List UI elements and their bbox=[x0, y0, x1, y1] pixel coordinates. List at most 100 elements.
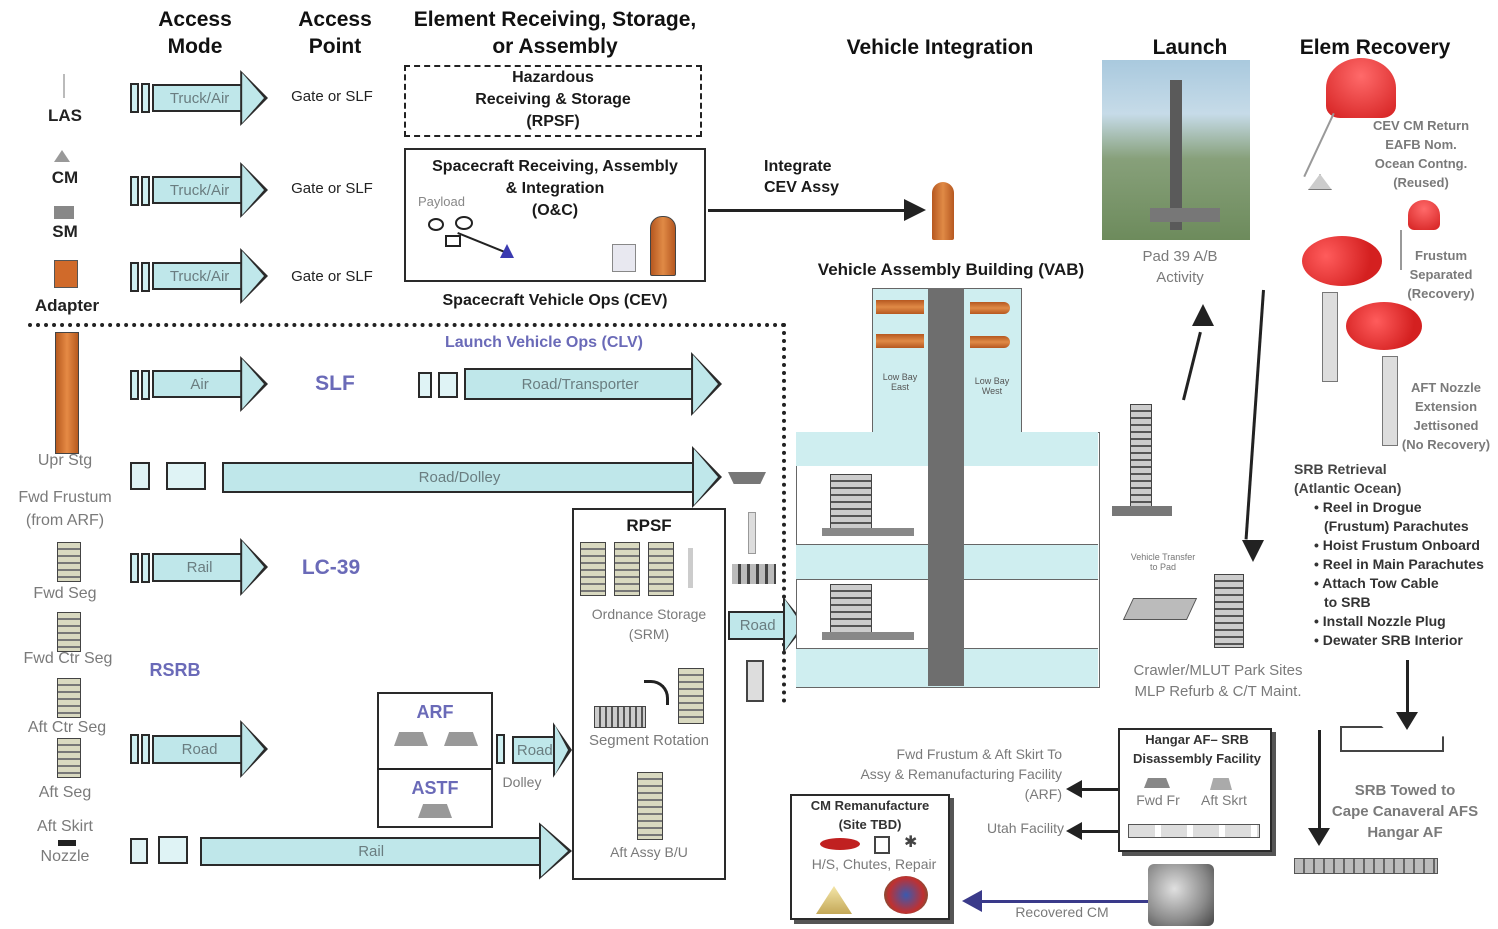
segment-horizontal-icon bbox=[594, 706, 646, 728]
arf-return-arrow-line bbox=[1080, 788, 1118, 791]
transport-box bbox=[418, 372, 432, 398]
truck-air-arrow-las: Truck/Air bbox=[152, 70, 268, 126]
cev-clv-separator bbox=[28, 323, 786, 327]
arf-label: ARF bbox=[416, 702, 454, 722]
srm-part-icon bbox=[688, 548, 693, 588]
recovered-cm-photo bbox=[1148, 864, 1214, 926]
return-arrow-head bbox=[1242, 540, 1264, 562]
srb-step: • Install Nozzle Plug bbox=[1314, 613, 1446, 629]
segment-part-icon bbox=[748, 512, 756, 554]
retrieval-arrow-line bbox=[1406, 660, 1409, 716]
recovery-ship-icon bbox=[1340, 726, 1444, 752]
transport-box bbox=[130, 462, 150, 490]
aft-skirt-icon bbox=[418, 804, 452, 818]
road-vab-arrow: Road bbox=[728, 596, 806, 654]
lc39-label: LC-39 bbox=[301, 556, 361, 579]
cargo-bars bbox=[496, 734, 507, 764]
mlut-icon bbox=[1214, 574, 1244, 648]
vehicle-on-mlp-icon bbox=[1130, 404, 1152, 510]
srb-step: • Reel in Main Parachutes bbox=[1314, 556, 1484, 572]
aft-assembly-icon bbox=[637, 772, 663, 840]
cev-stack-icon bbox=[650, 216, 676, 276]
srb-stack-icon bbox=[830, 584, 872, 636]
payload-part-icon bbox=[428, 218, 444, 231]
crawler-icon bbox=[1122, 598, 1198, 620]
air-arrow: Air bbox=[152, 356, 268, 412]
cev-cargo-icon bbox=[970, 302, 1010, 314]
arf-divider bbox=[377, 768, 493, 770]
cm-capsule-icon bbox=[1308, 174, 1332, 190]
utah-arrow-head bbox=[1066, 822, 1082, 840]
cev-cm-return-label: CEV CM Return EAFB Nom. Ocean Contng. (R… bbox=[1372, 118, 1470, 190]
recovered-cm-label: Recovered CM bbox=[1015, 904, 1109, 920]
aft-assy-label: Aft Assy B/U bbox=[610, 844, 688, 860]
aft-ctr-seg-icon bbox=[57, 678, 81, 718]
rpsf-label: RPSF bbox=[626, 516, 672, 535]
rail-bottom-arrow: Rail bbox=[200, 822, 572, 880]
srb-step: • Reel in Drogue (Frustum) Parachutes bbox=[1314, 499, 1469, 534]
srb-step: • Hoist Frustum Onboard bbox=[1314, 537, 1480, 553]
cm-remanufacture-label: CM Remanufacture (Site TBD) bbox=[810, 798, 930, 832]
header-access-point: Access Point bbox=[298, 8, 372, 58]
mlp-icon bbox=[822, 528, 914, 536]
launch-tower-icon bbox=[1170, 80, 1182, 230]
nozzle-icon bbox=[58, 840, 76, 846]
las-icon bbox=[63, 74, 65, 98]
vab-transfer-aisle bbox=[928, 288, 964, 686]
main-parachutes-icon bbox=[1302, 236, 1382, 286]
truck-air-arrow-adapter: Truck/Air bbox=[152, 248, 268, 304]
srb-step: • Attach Tow Cable to SRB bbox=[1314, 575, 1439, 610]
label-nozzle: Nozzle bbox=[40, 848, 90, 865]
dolley-label: Dolley bbox=[502, 774, 542, 790]
tow-arrow-head bbox=[1308, 828, 1330, 846]
astf-label: ASTF bbox=[411, 778, 459, 798]
payload-part-icon bbox=[455, 216, 473, 230]
road-transporter-arrow: Road/Transporter bbox=[464, 352, 722, 416]
vab-label: Vehicle Assembly Building (VAB) bbox=[817, 260, 1085, 279]
cargo-bars bbox=[130, 370, 152, 400]
recovered-cm-arrow-line bbox=[980, 900, 1148, 903]
ordnance-storage-label: Ordnance Storage (SRM) bbox=[591, 606, 707, 642]
label-fwd-seg: Fwd Seg bbox=[33, 585, 97, 602]
hs-chutes-label: H/S, Chutes, Repair bbox=[811, 856, 937, 872]
retrieval-arrow-head bbox=[1396, 712, 1418, 730]
cev-cargo-icon bbox=[970, 336, 1010, 348]
label-rsrb: RSRB bbox=[149, 660, 201, 680]
frustum-icon bbox=[394, 732, 428, 746]
aft-skt-label: Aft Skrt bbox=[1201, 792, 1247, 808]
frustum-separated-label: Frustum Separated (Recovery) bbox=[1407, 248, 1475, 301]
road-rpsf-arrow: Road bbox=[512, 722, 572, 778]
tow-arrow-line bbox=[1318, 730, 1321, 830]
cargo-bars bbox=[130, 176, 152, 206]
integrate-arrow-head bbox=[904, 199, 926, 221]
clv-ops-label: Launch Vehicle Ops (CLV) bbox=[445, 334, 643, 351]
pad-activity-label: Pad 39 A/B Activity bbox=[1142, 248, 1218, 286]
label-las: LAS bbox=[48, 106, 82, 125]
hangar-af-label: Hangar AF– SRB Disassembly Facility bbox=[1133, 732, 1261, 766]
sm-icon bbox=[54, 206, 74, 219]
srm-segment-icon bbox=[678, 668, 704, 724]
integrate-cev-label: Integrate CEV Assy bbox=[764, 158, 839, 196]
road-dolley-arrow: Road/Dolley bbox=[222, 446, 722, 508]
clv-boundary bbox=[782, 323, 786, 703]
adapter-icon bbox=[54, 260, 78, 288]
cargo-bars bbox=[130, 83, 152, 113]
arf-return-arrow-head bbox=[1066, 780, 1082, 798]
cev-cargo-icon bbox=[876, 334, 924, 348]
transport-box bbox=[130, 838, 148, 864]
frustum-icon bbox=[1144, 778, 1170, 788]
gate-slf-las: Gate or SLF bbox=[291, 88, 373, 105]
srb-towed-label: SRB Towed to Cape Canaveral AFS Hangar A… bbox=[1331, 782, 1479, 841]
cev-cargo-icon bbox=[876, 300, 924, 314]
vehicle-transfer-label: Vehicle Transfer to Pad bbox=[1130, 552, 1196, 572]
srm-segment-icon bbox=[580, 542, 606, 596]
label-sm: SM bbox=[52, 222, 78, 241]
label-cm: CM bbox=[51, 168, 79, 187]
mlp-icon bbox=[822, 632, 914, 640]
header-elem-recovery: Elem Recovery bbox=[1299, 36, 1451, 59]
transport-box bbox=[158, 836, 188, 864]
utah-arrow-line bbox=[1080, 830, 1118, 833]
fwd-frustum-to-arf-label: Fwd Frustum & Aft Skirt To Assy & Remanu… bbox=[860, 746, 1062, 802]
cargo-bars bbox=[130, 734, 152, 764]
cargo-bars bbox=[130, 262, 152, 292]
